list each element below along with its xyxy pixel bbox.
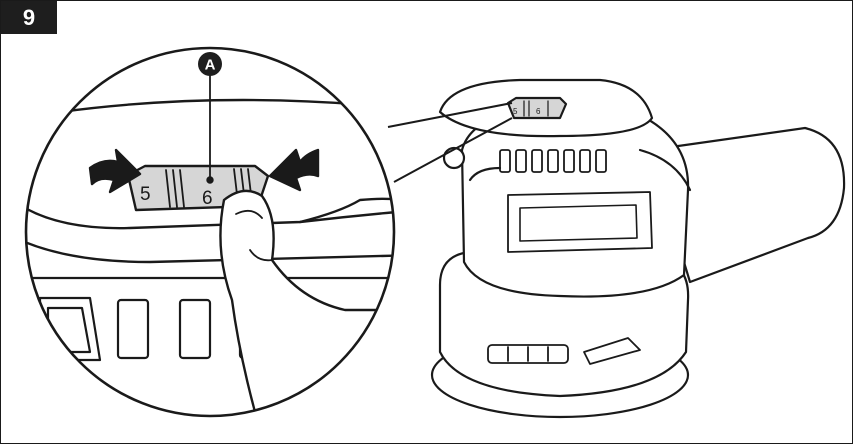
upper-vents [499,149,607,173]
arrow-right [268,148,320,192]
arrow-left [88,148,142,194]
callout-label: A [205,57,216,74]
zoom-leader-lines [387,102,513,183]
zoom-circle-outline [24,46,396,418]
callout-a: A [198,52,222,76]
small-dial-label-5: 5 [513,107,518,116]
sander-body: 5 6 [430,78,846,419]
small-speed-dial: 5 6 [506,96,568,120]
small-dial-label-6: 6 [536,107,541,116]
figure-number-badge: 9 [1,1,57,34]
lower-vents [487,337,641,365]
dial-label-5: 5 [140,184,151,205]
sander-handle [648,126,846,284]
dial-label-6: 6 [202,188,213,209]
side-knob [442,146,466,170]
zoom-detail: 5 6 [26,48,394,416]
